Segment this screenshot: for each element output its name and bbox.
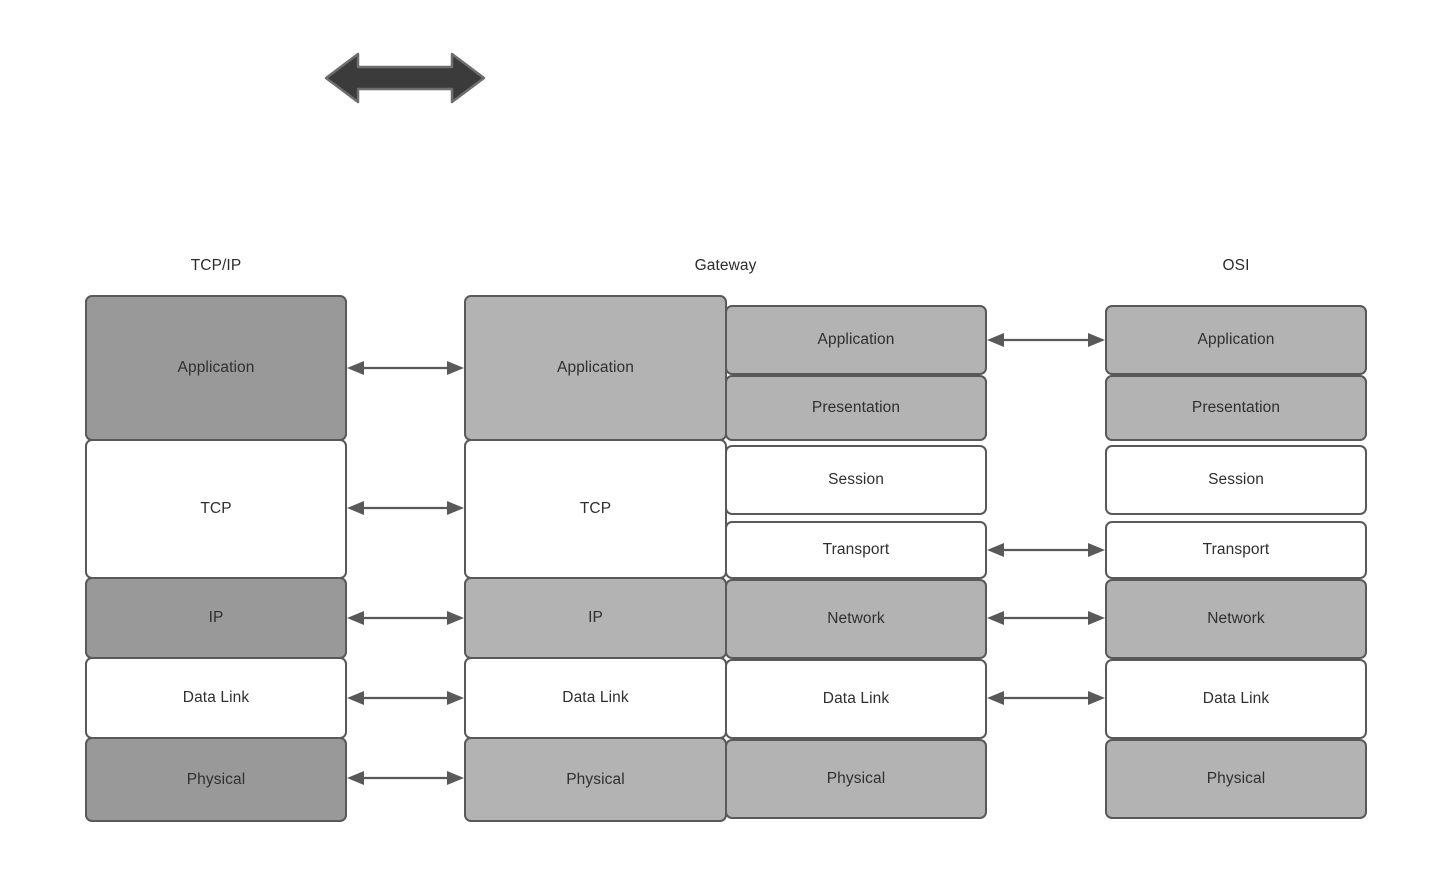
- connector-gateway-osi-network: [985, 607, 1107, 629]
- layer-tcpip-physical[interactable]: Physical: [85, 737, 347, 822]
- layer-gateway-right-data-link[interactable]: Data Link: [725, 659, 987, 739]
- connector-tcpip-gateway-tcp: [345, 497, 466, 519]
- layer-gateway-right-application[interactable]: Application: [725, 305, 987, 375]
- layer-gateway-left-tcp[interactable]: TCP: [464, 439, 727, 579]
- connector-gateway-osi-application: [985, 329, 1107, 351]
- connector-gateway-osi-transport: [985, 539, 1107, 561]
- connector-tcpip-gateway-ip: [345, 607, 466, 629]
- bidirectional-arrow-icon: [322, 50, 488, 106]
- connector-gateway-osi-data-link: [985, 687, 1107, 709]
- connector-tcpip-gateway-physical: [345, 767, 466, 789]
- layer-tcpip-tcp[interactable]: TCP: [85, 439, 347, 579]
- connector-tcpip-gateway-data-link: [345, 687, 466, 709]
- layer-tcpip-ip[interactable]: IP: [85, 577, 347, 659]
- layer-osi-network[interactable]: Network: [1105, 579, 1367, 659]
- layer-gateway-left-data-link[interactable]: Data Link: [464, 657, 727, 739]
- layer-osi-presentation[interactable]: Presentation: [1105, 375, 1367, 441]
- layer-tcpip-application[interactable]: Application: [85, 295, 347, 441]
- layer-osi-session[interactable]: Session: [1105, 445, 1367, 515]
- connector-tcpip-gateway-application: [345, 357, 466, 379]
- layer-gateway-left-application[interactable]: Application: [464, 295, 727, 441]
- layer-gateway-right-session[interactable]: Session: [725, 445, 987, 515]
- layer-gateway-left-physical[interactable]: Physical: [464, 737, 727, 822]
- layer-gateway-right-network[interactable]: Network: [725, 579, 987, 659]
- layer-osi-data-link[interactable]: Data Link: [1105, 659, 1367, 739]
- layer-tcpip-data-link[interactable]: Data Link: [85, 657, 347, 739]
- layer-osi-application[interactable]: Application: [1105, 305, 1367, 375]
- column-title-osi: OSI: [1222, 257, 1250, 274]
- layer-gateway-left-ip[interactable]: IP: [464, 577, 727, 659]
- layer-gateway-right-physical[interactable]: Physical: [725, 739, 987, 819]
- column-title-gateway: Gateway: [694, 257, 757, 274]
- layer-osi-physical[interactable]: Physical: [1105, 739, 1367, 819]
- layer-osi-transport[interactable]: Transport: [1105, 521, 1367, 579]
- column-title-tcpip: TCP/IP: [190, 257, 242, 274]
- layer-gateway-right-transport[interactable]: Transport: [725, 521, 987, 579]
- layer-gateway-right-presentation[interactable]: Presentation: [725, 375, 987, 441]
